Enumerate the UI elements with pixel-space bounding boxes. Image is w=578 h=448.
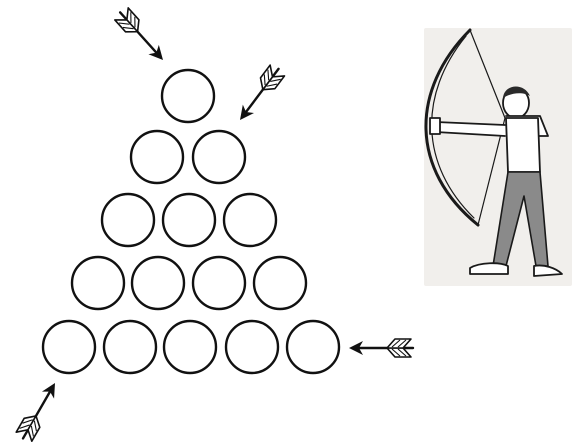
archer-shoe-left bbox=[470, 263, 508, 274]
target-circle[interactable] bbox=[162, 70, 214, 122]
target-circle[interactable] bbox=[287, 321, 339, 373]
target-circle[interactable] bbox=[43, 321, 95, 373]
arrow-icon bbox=[233, 63, 286, 125]
target-circle[interactable] bbox=[132, 257, 184, 309]
target-circle[interactable] bbox=[72, 257, 124, 309]
arrow-icon bbox=[349, 339, 413, 357]
arrow-icon bbox=[15, 379, 63, 443]
target-circle[interactable] bbox=[254, 257, 306, 309]
target-circle[interactable] bbox=[131, 131, 183, 183]
target-circle[interactable] bbox=[193, 131, 245, 183]
target-circle[interactable] bbox=[104, 321, 156, 373]
target-circle[interactable] bbox=[102, 194, 154, 246]
target-circle[interactable] bbox=[226, 321, 278, 373]
archer-torso bbox=[506, 118, 540, 172]
target-circle[interactable] bbox=[224, 194, 276, 246]
target-circle[interactable] bbox=[164, 321, 216, 373]
arrow-icon bbox=[113, 6, 169, 66]
archer-illustration bbox=[424, 28, 572, 286]
target-circle[interactable] bbox=[163, 194, 215, 246]
circle-triangle bbox=[43, 70, 339, 373]
target-circle[interactable] bbox=[193, 257, 245, 309]
